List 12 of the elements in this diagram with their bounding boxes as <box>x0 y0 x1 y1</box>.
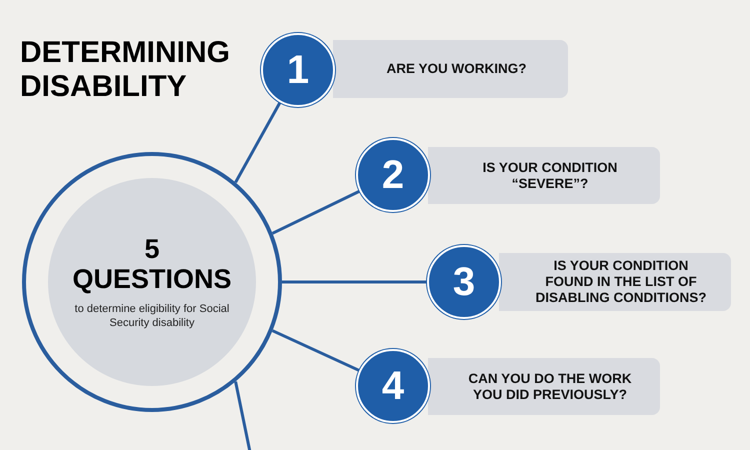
question-box: IS YOUR CONDITION “SEVERE”? <box>428 147 660 204</box>
connector-line <box>272 329 360 372</box>
title: DETERMINING DISABILITY <box>20 36 231 104</box>
question-box: ARE YOU WORKING? <box>333 40 568 98</box>
connector-line <box>272 190 360 235</box>
heading-text: 5 QUESTIONS <box>71 234 233 294</box>
connector-line <box>234 381 252 450</box>
connector-line <box>234 102 282 184</box>
question-box: CAN YOU DO THE WORK YOU DID PREVIOUSLY? <box>428 358 660 415</box>
subtitle-text: to determine eligibility for Social Security disability <box>74 302 230 330</box>
connector-line <box>282 280 427 284</box>
question-box: IS YOUR CONDITION FOUND IN THE LIST OF DISABLING CONDITIONS? <box>499 253 731 311</box>
